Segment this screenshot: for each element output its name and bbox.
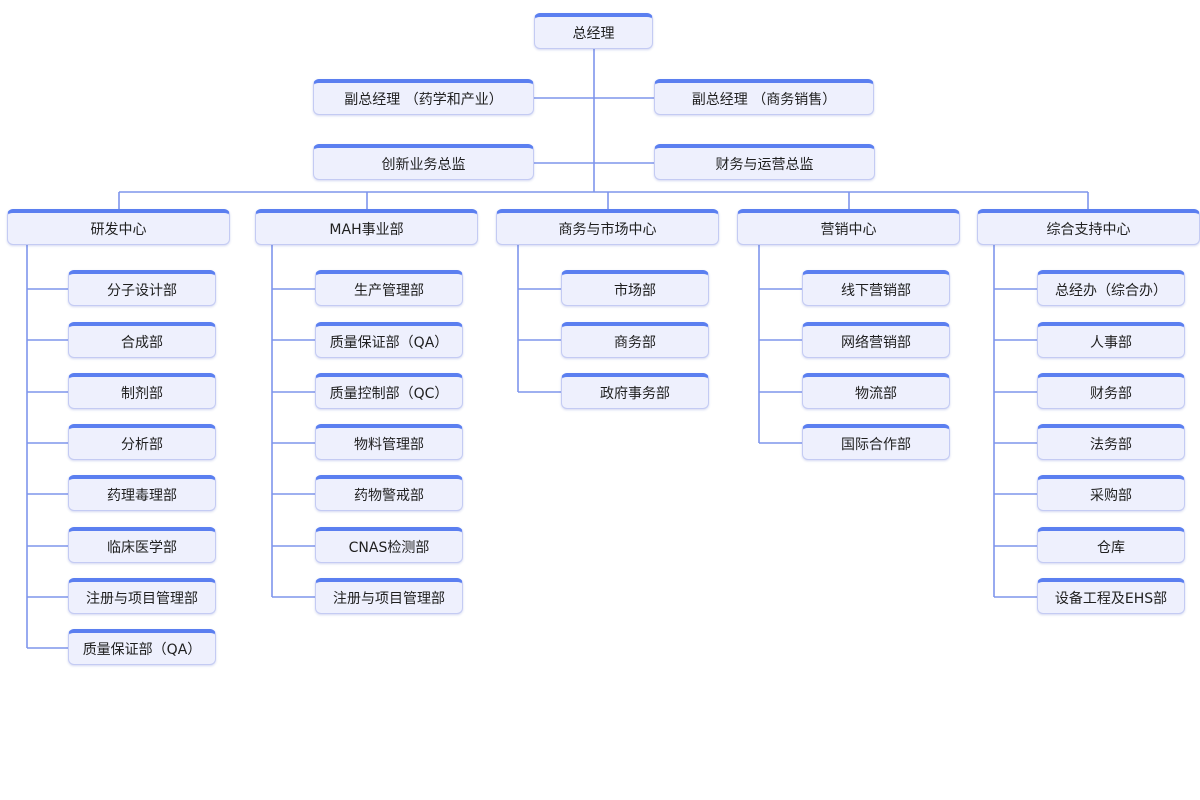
dept-cnas-testing[interactable]: CNAS检测部 [315, 527, 463, 563]
innovation-director-box[interactable]: 创新业务总监 [313, 144, 534, 180]
dept-registration-project-mah[interactable]: 注册与项目管理部 [315, 578, 463, 614]
dept-international-cooperation[interactable]: 国际合作部 [802, 424, 950, 460]
dept-pharmacovigilance[interactable]: 药物警戒部 [315, 475, 463, 511]
finance-operations-director-box[interactable]: 财务与运营总监 [654, 144, 875, 180]
ceo-box[interactable]: 总经理 [534, 13, 653, 49]
dept-analysis[interactable]: 分析部 [68, 424, 216, 460]
dept-procurement[interactable]: 采购部 [1037, 475, 1185, 511]
dept-equipment-engineering-ehs[interactable]: 设备工程及EHS部 [1037, 578, 1185, 614]
dept-finance[interactable]: 财务部 [1037, 373, 1185, 409]
center-general-support[interactable]: 综合支持中心 [977, 209, 1200, 245]
dept-qa-rd[interactable]: 质量保证部（QA） [68, 629, 216, 665]
center-rd[interactable]: 研发中心 [7, 209, 230, 245]
dept-pharmacology-toxicology[interactable]: 药理毒理部 [68, 475, 216, 511]
dept-molecular-design[interactable]: 分子设计部 [68, 270, 216, 306]
dept-registration-project-rd[interactable]: 注册与项目管理部 [68, 578, 216, 614]
dept-government-affairs[interactable]: 政府事务部 [561, 373, 709, 409]
dept-logistics[interactable]: 物流部 [802, 373, 950, 409]
vp-pharma-industry-box[interactable]: 副总经理 （药学和产业） [313, 79, 534, 115]
dept-synthesis[interactable]: 合成部 [68, 322, 216, 358]
dept-warehouse[interactable]: 仓库 [1037, 527, 1185, 563]
dept-materials-management[interactable]: 物料管理部 [315, 424, 463, 460]
dept-general-office[interactable]: 总经办（综合办） [1037, 270, 1185, 306]
vp-business-sales-box[interactable]: 副总经理 （商务销售） [654, 79, 874, 115]
center-mah[interactable]: MAH事业部 [255, 209, 478, 245]
dept-business[interactable]: 商务部 [561, 322, 709, 358]
dept-online-marketing[interactable]: 网络营销部 [802, 322, 950, 358]
dept-hr[interactable]: 人事部 [1037, 322, 1185, 358]
dept-offline-marketing[interactable]: 线下营销部 [802, 270, 950, 306]
dept-qa-mah[interactable]: 质量保证部（QA） [315, 322, 463, 358]
dept-market[interactable]: 市场部 [561, 270, 709, 306]
dept-clinical-medicine[interactable]: 临床医学部 [68, 527, 216, 563]
dept-formulation[interactable]: 制剂部 [68, 373, 216, 409]
dept-legal[interactable]: 法务部 [1037, 424, 1185, 460]
center-marketing[interactable]: 营销中心 [737, 209, 960, 245]
dept-production-management[interactable]: 生产管理部 [315, 270, 463, 306]
dept-qc[interactable]: 质量控制部（QC） [315, 373, 463, 409]
center-business-market[interactable]: 商务与市场中心 [496, 209, 719, 245]
